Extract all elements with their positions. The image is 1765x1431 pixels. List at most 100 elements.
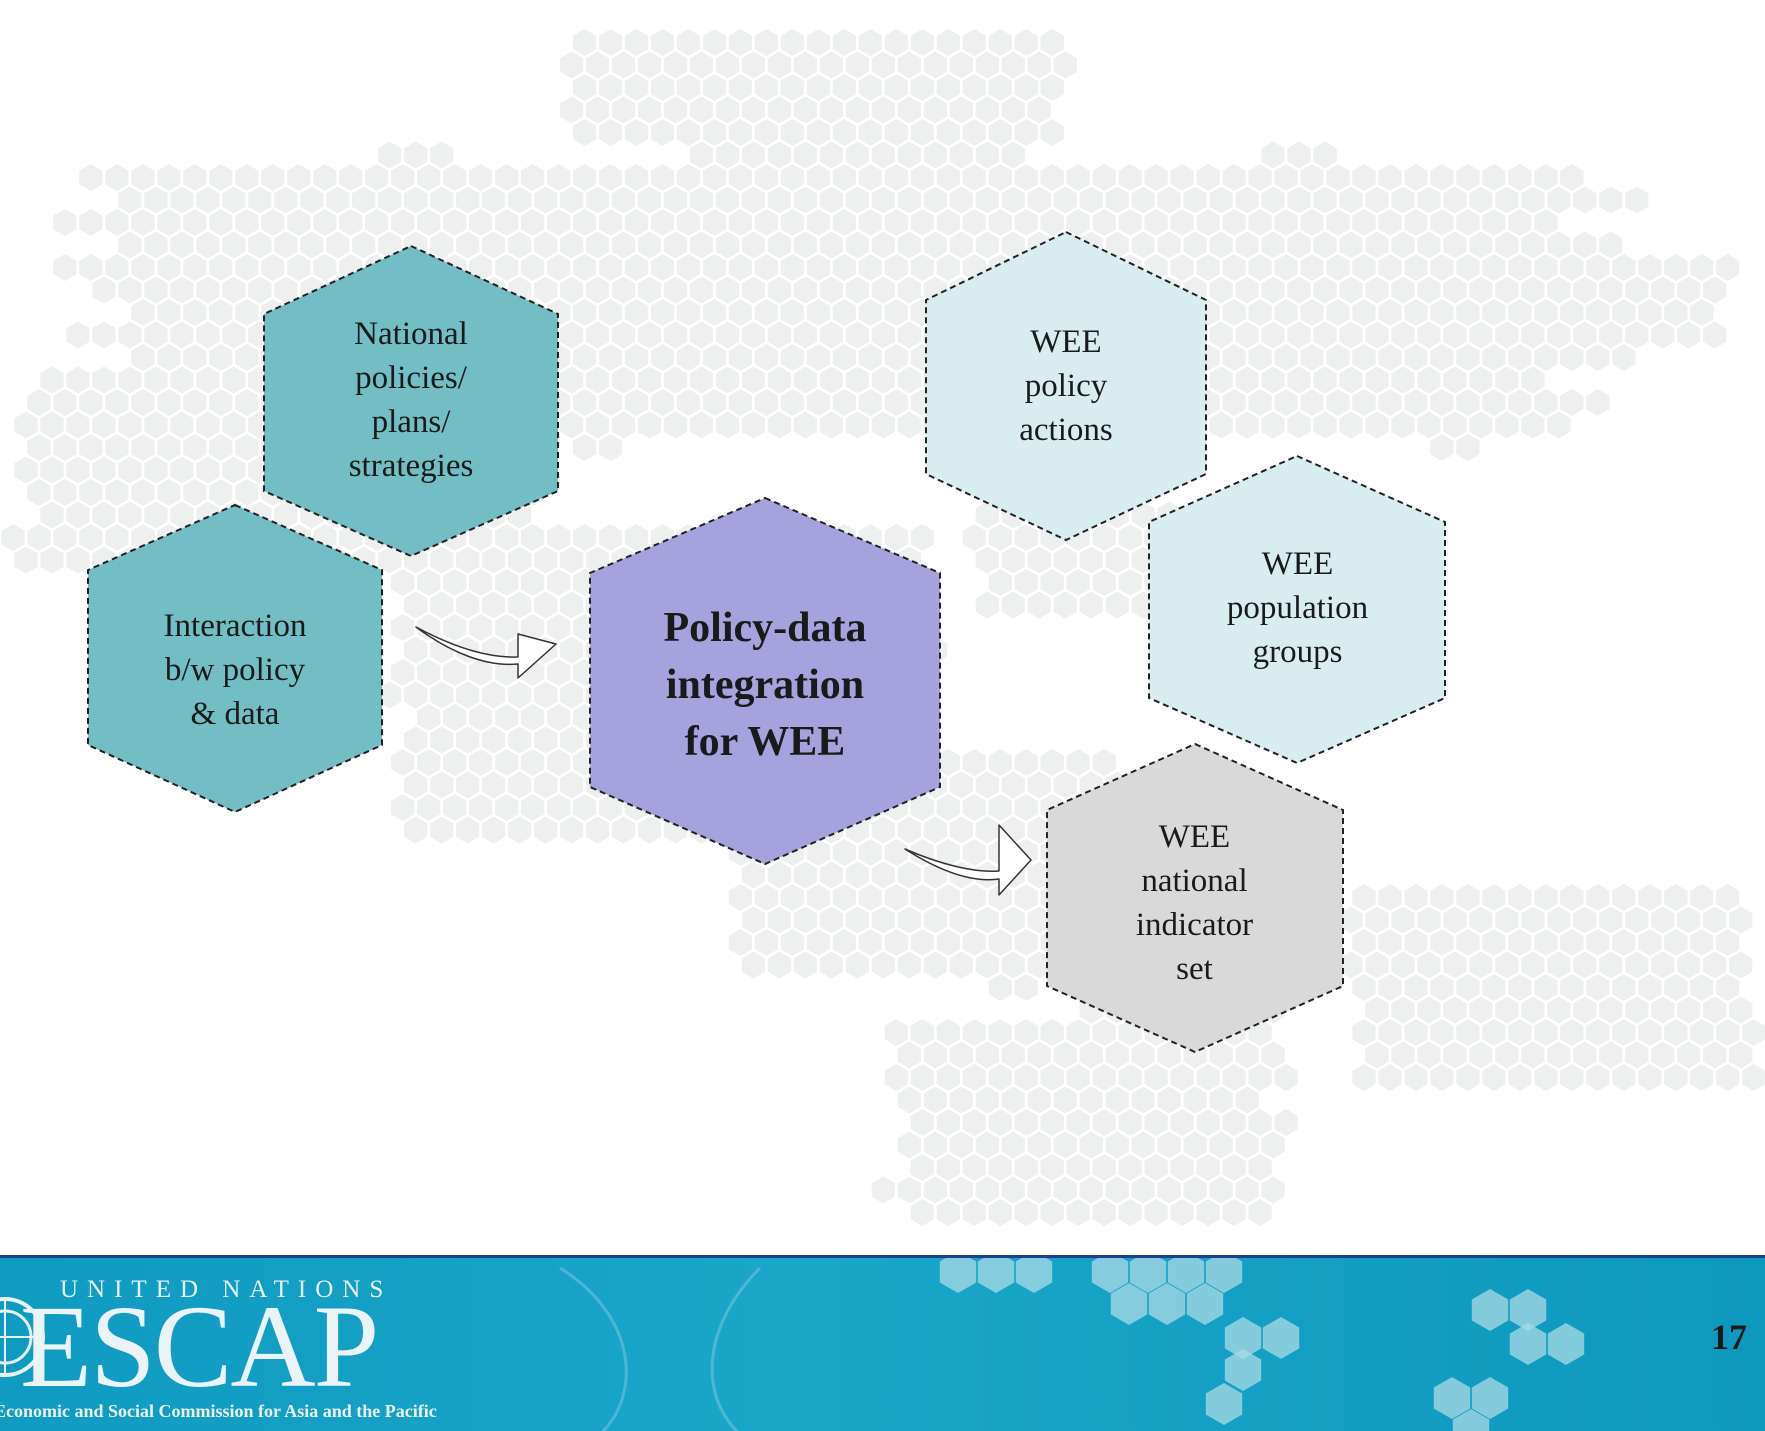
map-hex-cell: [910, 1109, 934, 1136]
map-hex-cell: [1508, 254, 1532, 281]
map-hex-cell: [728, 884, 753, 911]
map-hex-cell: [819, 231, 844, 259]
map-hex-cell: [988, 794, 1012, 821]
map-hex-cell: [780, 929, 805, 956]
map-hex-cell: [1001, 1041, 1025, 1069]
map-hex-cell: [884, 164, 908, 191]
map-hex-cell: [1105, 231, 1129, 259]
map-hex-cell: [1612, 884, 1636, 911]
map-hex-cell: [520, 209, 545, 236]
map-hex-cell: [728, 29, 753, 56]
map-hex-cell: [391, 569, 415, 596]
map-hex-cell: [1014, 1154, 1038, 1181]
map-hex-cell: [767, 321, 792, 349]
map-hex-cell: [975, 591, 999, 619]
map-hex-cell: [1027, 1041, 1051, 1069]
map-hex-cell: [897, 366, 921, 394]
map-hex-cell: [1677, 996, 1701, 1024]
map-hex-cell: [1638, 1019, 1662, 1046]
map-hex-cell: [1638, 929, 1662, 956]
map-hex-cell: [1352, 299, 1376, 326]
map-hex-cell: [1365, 366, 1389, 394]
map-hex-cell: [1027, 771, 1051, 799]
hex-interaction: [87, 503, 383, 814]
map-hex-cell: [1040, 1019, 1064, 1046]
map-hex-cell: [1560, 254, 1584, 281]
map-hex-cell: [897, 231, 921, 259]
map-hex-cell: [1612, 929, 1636, 956]
map-hex-cell: [1092, 1064, 1116, 1091]
map-hex-cell: [650, 209, 675, 236]
map-hex-cell: [430, 231, 454, 259]
map-hex-cell: [1677, 1041, 1701, 1069]
map-hex-cell: [1508, 164, 1532, 191]
map-hex-cell: [1365, 411, 1389, 439]
map-hex-cell: [598, 524, 623, 551]
map-hex-cell: [1352, 884, 1376, 911]
map-hex-cell: [1118, 209, 1142, 236]
map-hex-cell: [378, 681, 402, 709]
map-hex-cell: [1274, 344, 1298, 371]
map-hex-cell: [1274, 1064, 1298, 1091]
map-hex-cell: [417, 794, 441, 821]
map-hex-cell: [1222, 1154, 1246, 1181]
map-hex-cell: [767, 276, 792, 304]
map-hex-cell: [1404, 1019, 1428, 1046]
map-hex-cell: [40, 546, 64, 574]
map-hex-cell: [1378, 1019, 1402, 1046]
map-hex-cell: [611, 186, 636, 214]
map-hex-cell: [131, 479, 155, 506]
map-hex-cell: [469, 659, 493, 686]
map-hex-cell: [1079, 1176, 1103, 1204]
map-hex-cell: [1222, 1109, 1246, 1136]
map-hex-cell: [819, 141, 844, 169]
map-hex-cell: [845, 951, 870, 979]
map-hex-cell: [417, 659, 441, 686]
map-hex-cell: [676, 209, 701, 236]
map-hex-cell: [1391, 276, 1415, 304]
map-hex-cell: [858, 254, 882, 281]
map-hex-cell: [1092, 1199, 1116, 1226]
map-hex-cell: [988, 29, 1012, 56]
map-hex-cell: [1456, 929, 1480, 956]
map-hex-cell: [1391, 996, 1415, 1024]
map-hex-cell: [1313, 411, 1337, 439]
map-hex-cell: [66, 546, 90, 574]
map-hex-cell: [183, 299, 207, 326]
map-hex-cell: [624, 524, 649, 551]
map-hex-cell: [754, 209, 779, 236]
map-hex-cell: [1742, 1064, 1765, 1091]
map-hex-cell: [1196, 254, 1220, 281]
map-hex-cell: [1261, 1041, 1285, 1069]
map-hex-cell: [845, 861, 870, 889]
map-hex-cell: [611, 366, 636, 394]
map-hex-cell: [443, 614, 467, 641]
map-hex-cell: [391, 614, 415, 641]
map-hex-cell: [378, 141, 402, 169]
map-hex-cell: [1027, 906, 1051, 934]
map-hex-cell: [1248, 209, 1272, 236]
map-hex-cell: [715, 96, 740, 124]
map-hex-cell: [689, 276, 714, 304]
map-hex-cell: [235, 479, 259, 506]
map-hex-cell: [533, 771, 558, 799]
map-hex-cell: [1196, 209, 1220, 236]
map-hex-cell: [819, 861, 844, 889]
map-hex-cell: [923, 1041, 947, 1069]
map-hex-cell: [27, 479, 51, 506]
map-hex-cell: [611, 321, 636, 349]
map-hex-cell: [1651, 321, 1675, 349]
map-hex-cell: [598, 119, 623, 146]
map-hex-cell: [1547, 321, 1571, 349]
map-hex-cell: [780, 344, 805, 371]
map-hex-cell: [443, 704, 467, 731]
map-hex-cell: [793, 276, 818, 304]
map-hex-cell: [1456, 1019, 1480, 1046]
map-hex-cell: [533, 816, 558, 844]
map-hex-cell: [754, 389, 779, 416]
map-hex-cell: [1456, 389, 1480, 416]
map-hex-cell: [1443, 906, 1467, 934]
map-hex-cell: [144, 366, 168, 394]
label-national-policies: National policies/ plans/ strategies: [348, 316, 474, 484]
map-hex-cell: [793, 411, 818, 439]
